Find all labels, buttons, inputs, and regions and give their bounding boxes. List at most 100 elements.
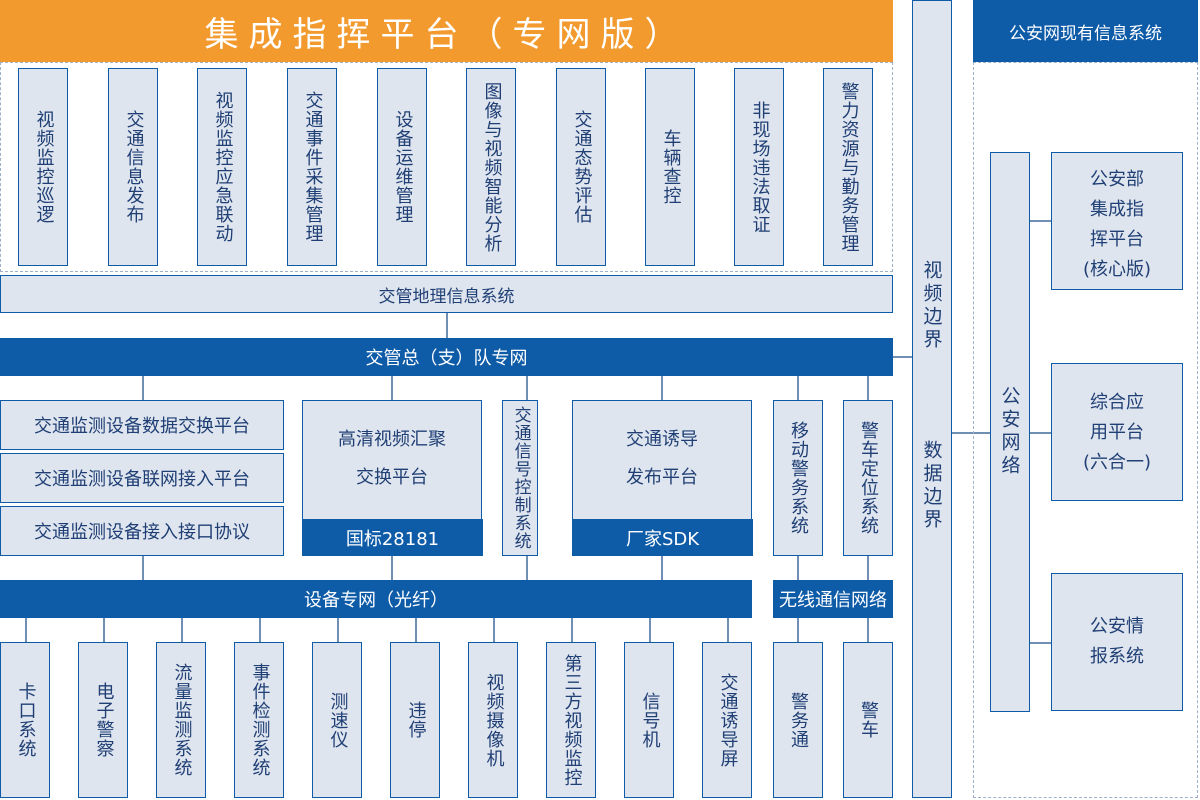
network-to-platform-line-0: [142, 376, 144, 400]
platform-to-wireless-line-0: [797, 556, 799, 580]
device-7: 视频摄像机: [468, 642, 518, 798]
device-label: 视频摄像机: [483, 672, 505, 768]
hd-video-platform: 高清视频汇聚 交换平台 国标28181: [302, 400, 483, 556]
public-security-header-label: 公安网现有信息系统: [1009, 23, 1162, 44]
device-label: 流量监测系统: [171, 663, 193, 777]
device-3: 流量监测系统: [156, 642, 206, 798]
integrated-line2: 用平台: [1090, 422, 1144, 443]
platform-to-wireless-line-1: [867, 556, 869, 580]
mobile-police-system: 移动警务系统: [773, 400, 823, 556]
intelligence-line1: 公安情: [1090, 616, 1144, 637]
device-drop-line-3: [259, 618, 261, 642]
wireless-device-1: 警务通: [773, 642, 823, 798]
wireless-device-label: 警务通: [788, 691, 809, 749]
ministry-line4: (核心版): [1082, 259, 1152, 280]
hd-video-line1: 高清视频汇聚: [338, 429, 446, 450]
intelligence-box: 公安情 报系统: [1051, 573, 1183, 711]
device-label: 交通诱导屏: [717, 672, 739, 768]
top-module-8: 车辆查控: [645, 68, 695, 266]
top-module-10: 警力资源与勤务管理: [823, 68, 873, 266]
device-label: 测速仪: [327, 691, 349, 749]
team-network-bar: 交管总（支）队专网: [0, 338, 893, 376]
gb28181-label: 国标28181: [302, 519, 483, 556]
team-network-label: 交管总（支）队专网: [365, 348, 528, 369]
device-drop-line-7: [571, 618, 573, 642]
exchange-platform: 交通监测设备数据交换平台: [0, 400, 284, 450]
top-module-label: 视频监控应急联动: [212, 91, 234, 243]
public-security-header: 公安网现有信息系统: [973, 0, 1198, 62]
vendor-sdk-label: 厂家SDK: [572, 519, 753, 556]
networking-platform-label: 交通监测设备联网接入平台: [34, 469, 250, 490]
mobile-police-label: 移动警务系统: [788, 421, 809, 535]
device-label: 第三方视频监控: [561, 653, 583, 787]
signal-control-system: 交通信号控制系统: [502, 400, 538, 556]
wireless-drop-line-0: [797, 618, 799, 642]
network-to-platform-line-3: [661, 376, 663, 400]
integrated-line3: (六合一): [1082, 452, 1152, 473]
protocol-platform-label: 交通监测设备接入接口协议: [34, 522, 250, 543]
device-2: 电子警察: [78, 642, 128, 798]
network-to-platform-line-5: [867, 376, 869, 400]
platform-title-banner: 集成指挥平台（专网版）: [0, 0, 893, 62]
gis-label: 交管地理信息系统: [378, 286, 515, 307]
top-module-label: 交通事件采集管理: [302, 91, 324, 243]
top-module-5: 设备运维管理: [377, 68, 427, 266]
top-module-6: 图像与视频智能分析: [466, 68, 516, 266]
network-to-boundary-line: [893, 356, 913, 358]
ministry-line1: 公安部: [1090, 169, 1144, 190]
device-10: 交通诱导屏: [702, 642, 752, 798]
device-drop-line-6: [493, 618, 495, 642]
ps-to-integrated-line: [1030, 432, 1051, 434]
integrated-line1: 综合应: [1090, 392, 1144, 413]
wireless-device-2: 警车: [843, 642, 893, 798]
top-module-label: 交通态势评估: [571, 110, 593, 224]
platform-to-device-net-line-1: [391, 556, 393, 580]
top-module-3: 视频监控应急联动: [197, 68, 247, 266]
network-to-platform-line-2: [526, 376, 528, 400]
device-label: 电子警察: [93, 682, 115, 758]
device-drop-line-9: [727, 618, 729, 642]
guide-line1: 交通诱导: [626, 429, 698, 450]
device-label: 信号机: [639, 691, 661, 749]
top-module-2: 交通信息发布: [108, 68, 158, 266]
platform-to-device-net-line-2: [526, 556, 528, 580]
network-to-platform-line-1: [391, 376, 393, 400]
gis-to-network-line: [446, 313, 448, 338]
ps-to-ministry-line: [1030, 220, 1051, 222]
top-module-9: 非现场违法取证: [734, 68, 784, 266]
device-network-label: 设备专网（光纤）: [304, 590, 448, 611]
device-4: 事件检测系统: [234, 642, 284, 798]
exchange-platform-label: 交通监测设备数据交换平台: [34, 416, 250, 437]
top-module-label: 交通信息发布: [123, 110, 145, 224]
platform-to-device-net-line-3: [661, 556, 663, 580]
top-module-label: 视频监控巡逻: [33, 110, 55, 224]
device-label: 事件检测系统: [249, 663, 271, 777]
guide-line2: 发布平台: [626, 467, 698, 488]
device-5: 测速仪: [312, 642, 362, 798]
wireless-network-label: 无线通信网络: [779, 590, 887, 611]
device-drop-line-0: [25, 618, 27, 642]
police-car-locate-label: 警车定位系统: [858, 421, 879, 535]
intelligence-line2: 报系统: [1090, 646, 1144, 667]
top-module-7: 交通态势评估: [556, 68, 606, 266]
top-module-label: 警力资源与勤务管理: [838, 81, 860, 253]
device-label: 卡口系统: [15, 682, 37, 758]
device-drop-line-1: [103, 618, 105, 642]
device-drop-line-8: [649, 618, 651, 642]
top-module-label: 设备运维管理: [392, 110, 414, 224]
wireless-device-label: 警车: [858, 701, 879, 739]
public-security-network: 公安网络: [990, 152, 1030, 712]
boundary-to-ps-net-line: [952, 432, 990, 434]
device-1: 卡口系统: [0, 642, 50, 798]
platform-title: 集成指挥平台（专网版）: [204, 14, 689, 55]
device-network-bar: 设备专网（光纤）: [0, 580, 752, 618]
gis-bar: 交管地理信息系统: [0, 275, 893, 313]
wireless-drop-line-1: [867, 618, 869, 642]
hd-video-line2: 交换平台: [356, 467, 428, 488]
ministry-platform-box: 公安部 集成指 挥平台 (核心版): [1051, 152, 1183, 290]
signal-control-label: 交通信号控制系统: [510, 406, 531, 550]
device-drop-line-5: [415, 618, 417, 642]
ps-to-intelligence-line: [1030, 642, 1051, 644]
traffic-guide-platform: 交通诱导 发布平台 厂家SDK: [572, 400, 753, 556]
networking-platform: 交通监测设备联网接入平台: [0, 453, 284, 503]
